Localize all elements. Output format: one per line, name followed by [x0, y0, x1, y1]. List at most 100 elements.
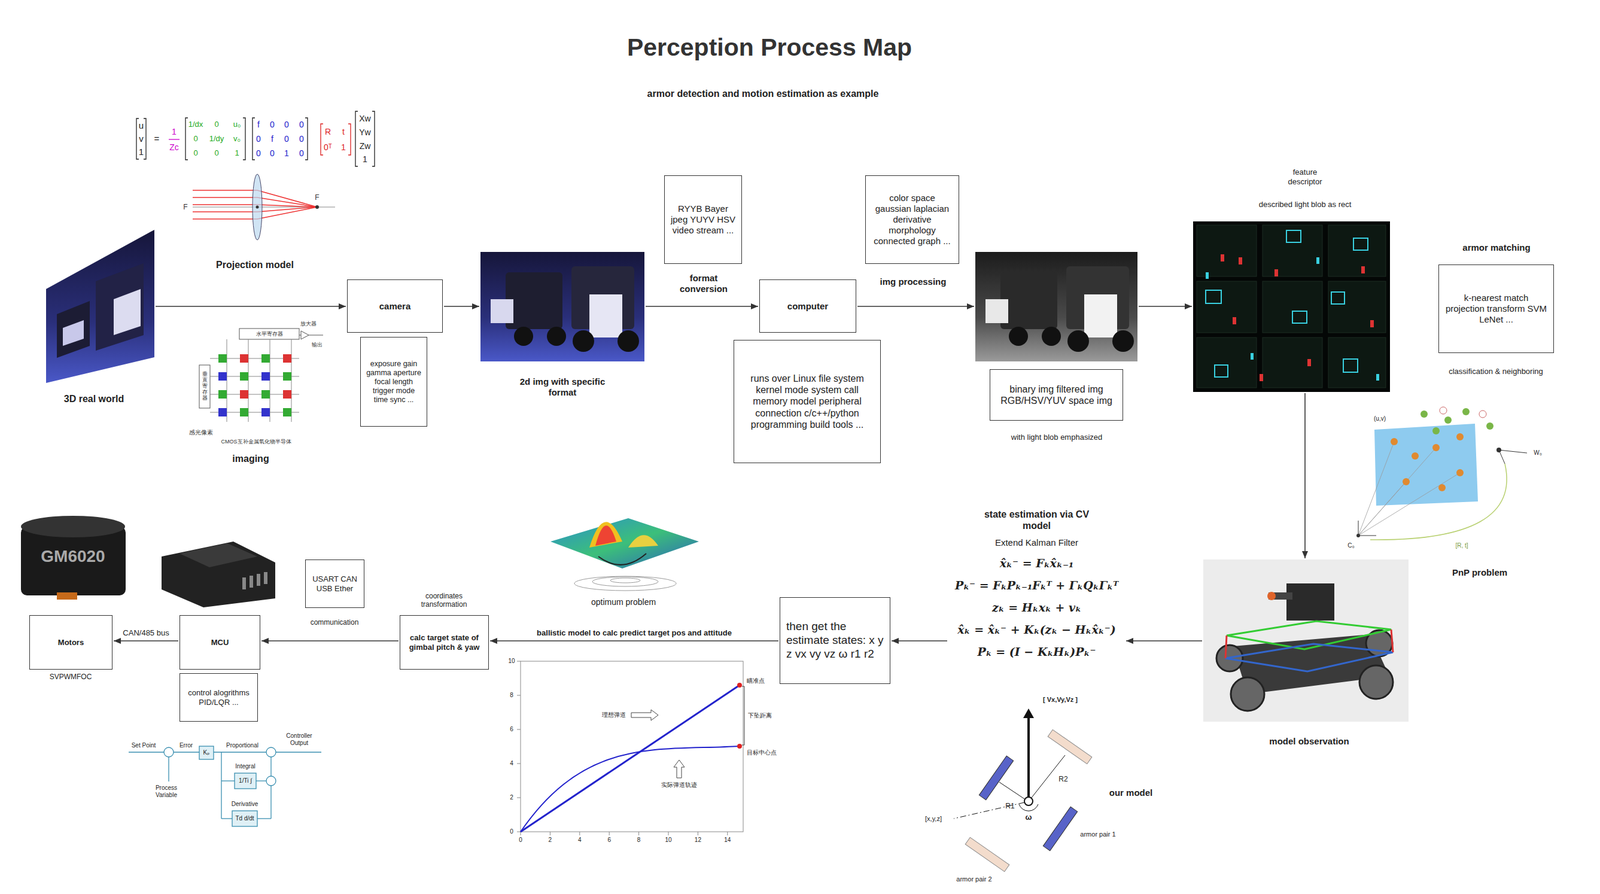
label: [x,y,z] [925, 814, 942, 823]
feature-photo-part-part [1262, 337, 1323, 388]
equation-block: state estimation via CV modelExtend Kalm… [948, 508, 1125, 692]
pnp-drawing [1356, 406, 1528, 540]
label: 0 [509, 828, 514, 836]
formula-brackets-part [372, 111, 375, 167]
label: 实际弹道轨迹 [661, 781, 698, 789]
feature-photo-part-part [1274, 269, 1279, 277]
label: imaging [232, 452, 269, 465]
label: 1 [171, 126, 177, 138]
optimum-surface-part [592, 576, 659, 587]
gray-photo-part [1008, 326, 1028, 346]
label: classification & neighboring [1448, 366, 1544, 377]
ballistic-chart-part [520, 661, 744, 832]
label: 1/dx [188, 119, 204, 130]
cmos-drawing-part [299, 335, 301, 336]
pid-diagram-part [270, 785, 272, 819]
robot-photo-part [1216, 630, 1393, 711]
label: 瞄准点 [746, 677, 765, 685]
feature-photo-part-part [1238, 257, 1243, 265]
process-box: camera [347, 279, 443, 333]
cmos-drawing-part [239, 328, 300, 340]
box-text: computer [787, 300, 829, 312]
pnp-drawing-part-part [1462, 408, 1470, 416]
cmos-drawing-part-part [261, 354, 270, 363]
feature-photo-part [1220, 254, 1374, 382]
connector [1138, 305, 1192, 307]
formula-brackets-part [143, 118, 146, 160]
equation: x̂ₖ = x̂ₖ⁻ + Kₖ(zₖ − Hₖx̂ₖ⁻) [957, 622, 1116, 637]
feature-photo-part-part [1343, 359, 1358, 373]
connector [155, 305, 346, 307]
caption: armor matching [1462, 242, 1530, 254]
label: 1 [341, 142, 346, 153]
label: v [138, 133, 144, 145]
label: 1/dy [209, 134, 225, 144]
world-photo [46, 229, 155, 383]
robot-photo-part [1225, 635, 1227, 659]
pid-diagram-part [234, 773, 257, 789]
formula-brackets-part [168, 138, 180, 140]
ballistic-chart-part-part [697, 831, 699, 836]
pid-diagram-part [266, 747, 276, 757]
label: 4 [578, 836, 582, 844]
cmos-drawing-part [300, 330, 309, 340]
connector [113, 640, 179, 642]
robot-photo-part [1286, 583, 1335, 621]
feature-photo-part-part [1232, 317, 1237, 325]
label: PnP problem [1452, 567, 1508, 579]
label: CMOS互补金属氧化物半导体 [221, 438, 292, 446]
label: 6 [607, 836, 611, 844]
process-box: computer [759, 279, 857, 333]
pid-diagram-part [221, 780, 235, 781]
cmos-drawing-part [308, 335, 324, 336]
label: Set Point [131, 741, 157, 750]
pid-diagram [128, 746, 322, 827]
formula-brackets-part [242, 117, 246, 160]
pnp-drawing-part-part [1390, 437, 1398, 446]
pid-diagram-part [256, 780, 267, 781]
connector [490, 640, 779, 642]
feature-photo-part-part [1370, 320, 1374, 328]
feature-photo-part [1196, 224, 1386, 388]
gray-photo-part [975, 251, 1138, 362]
process-box: MCU [179, 615, 261, 670]
image-panel: binary img filtered img RGB/HSV/YUV spac… [975, 251, 1138, 362]
board-photo-part-part [256, 573, 261, 586]
gray-photo-part [1112, 330, 1134, 352]
label: 0 [299, 119, 304, 130]
formula-brackets-part [185, 117, 188, 160]
pnp-drawing-part-part [1420, 410, 1428, 418]
label: f [257, 119, 260, 130]
label: 0 [269, 148, 275, 159]
process-box: color space gaussian laplacian derivativ… [865, 175, 960, 264]
image-photo-part [513, 326, 534, 346]
optimum-surface-part [595, 525, 617, 546]
gray-photo-part [1067, 330, 1090, 352]
image-panel: model observation [1203, 559, 1409, 722]
label: Proportional [226, 741, 259, 750]
label: 1 [234, 148, 239, 158]
connector [443, 305, 480, 307]
pid-diagram-part [128, 751, 164, 753]
pid-diagram-part [199, 746, 214, 760]
label: Kₚ [203, 749, 211, 757]
label: 0 [193, 134, 198, 144]
connector [261, 640, 399, 642]
label: Error [179, 741, 193, 750]
box-text: RYYB Bayer jpeg YUYV HSV video stream ..… [669, 203, 737, 236]
feature-photo-part-part [1214, 364, 1228, 377]
feature-photo-part-part [1328, 281, 1386, 333]
label: 感光像素 [189, 429, 214, 437]
label: v₀ [233, 134, 241, 144]
process-box: armor matchingk-nearest match projection… [1438, 264, 1554, 354]
feature-photo [1193, 221, 1390, 392]
pnp-drawing-part [1358, 520, 1359, 536]
label: 目标中心点 [746, 749, 777, 757]
label: W₀ [1533, 449, 1542, 457]
feature-photo-part [1205, 230, 1368, 377]
ballistic-chart-part-part [549, 831, 551, 836]
ballistic-chart-part-part [727, 831, 728, 836]
ballistic-chart-part-part [516, 661, 521, 662]
